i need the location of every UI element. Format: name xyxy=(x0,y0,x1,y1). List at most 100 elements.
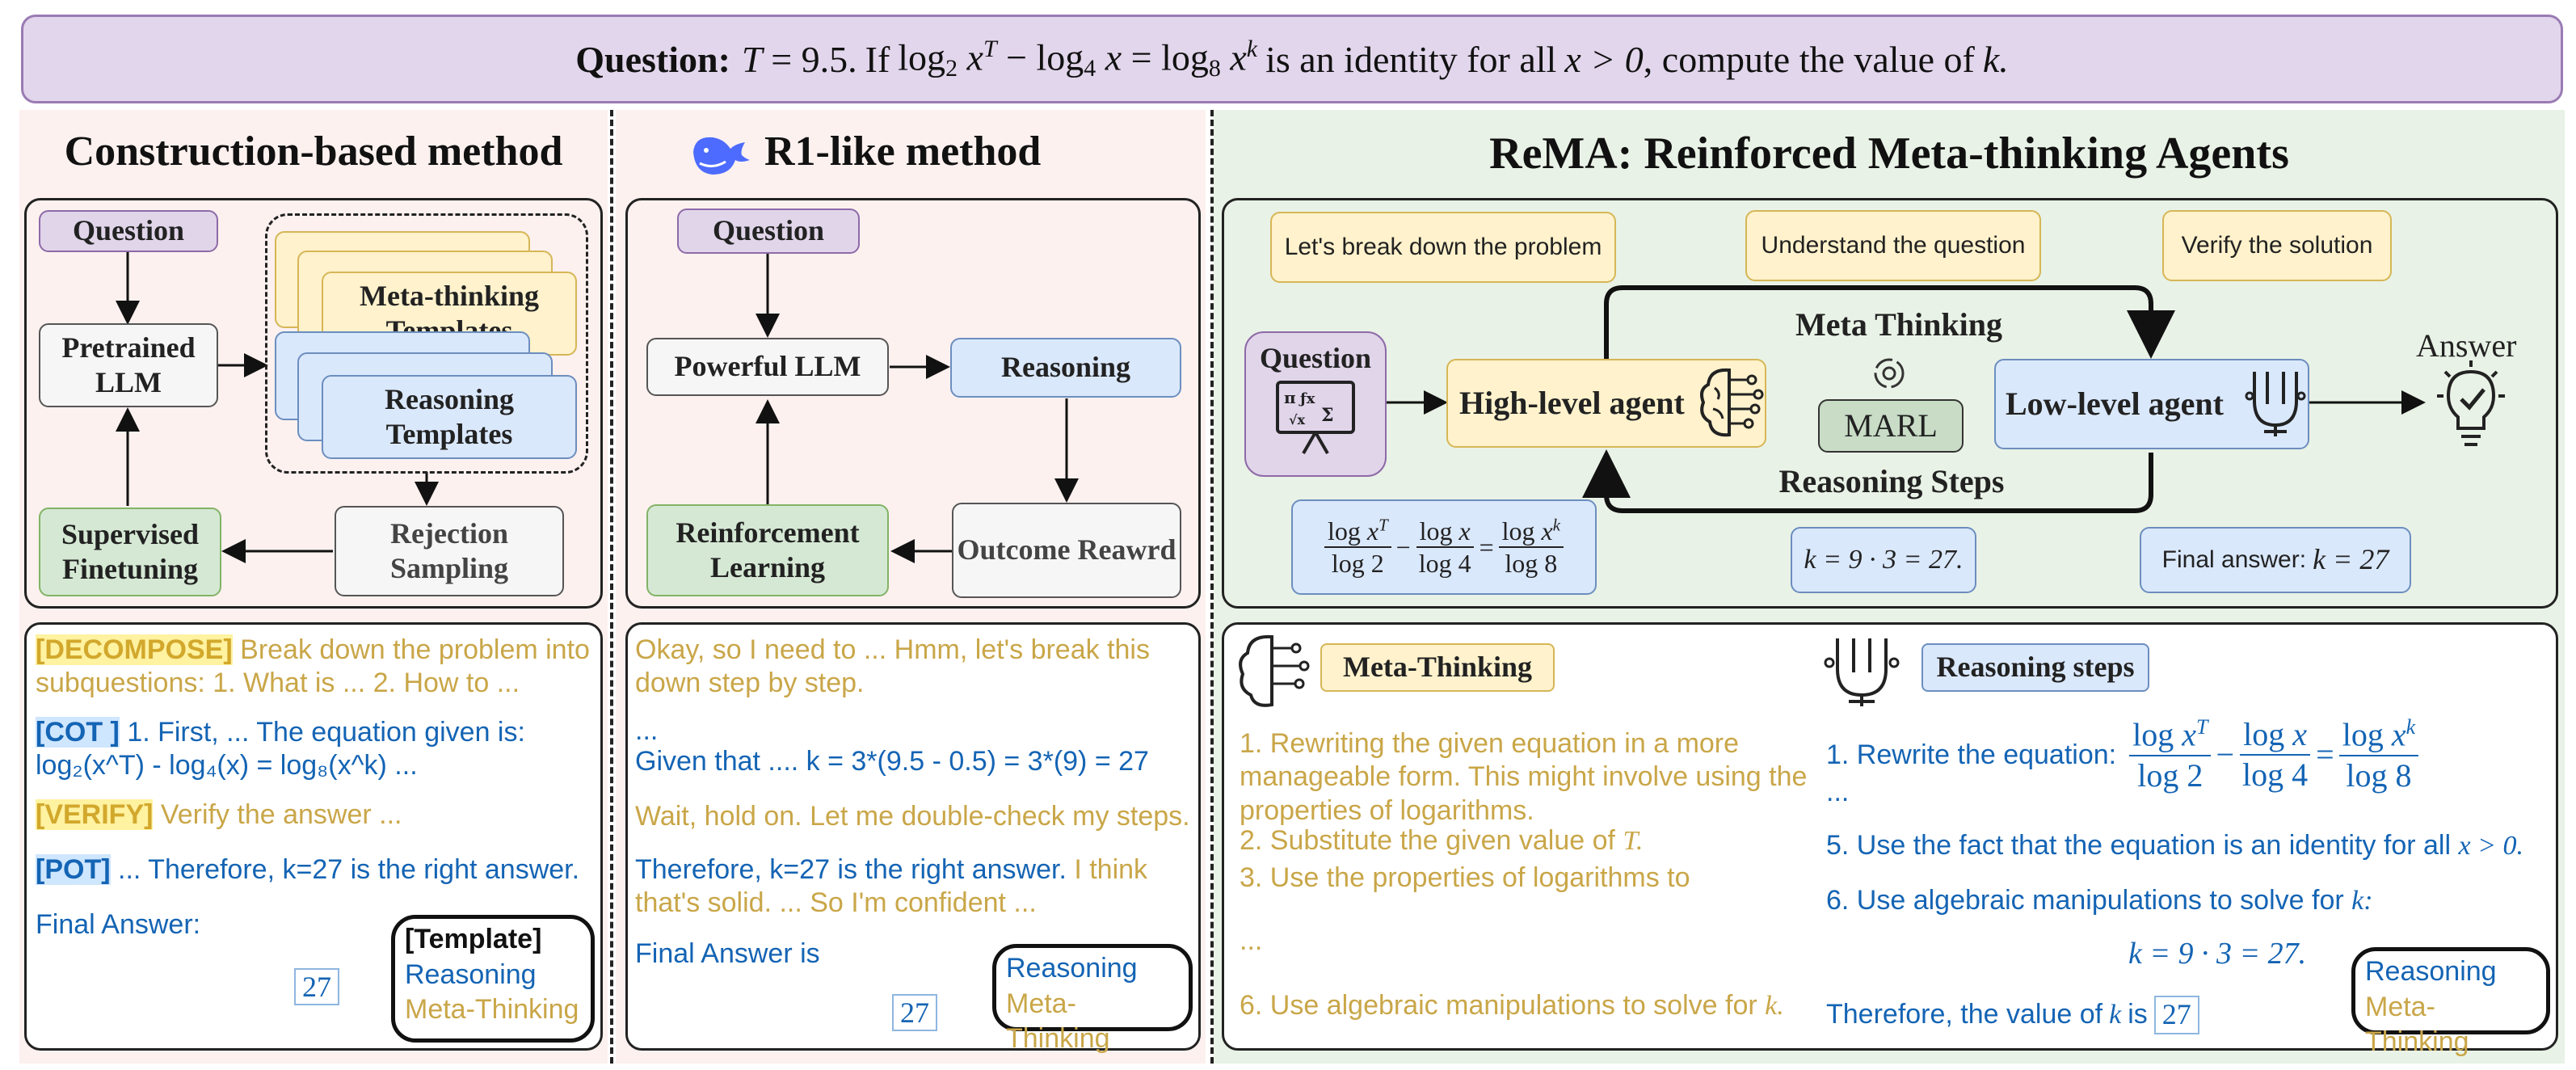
reasoning-step-1-text: 1. Rewrite the equation: xyxy=(1826,739,2117,770)
meta-step-3: 3. Use the properties of logarithms to xyxy=(1240,862,1690,893)
reasoning-tools-icon xyxy=(1823,630,1900,712)
right-diagram-frame xyxy=(1222,198,2558,609)
middle-node-reasoning: Reasoning xyxy=(950,338,1181,398)
middle-title: R1-like method xyxy=(764,128,1042,175)
low-level-label: Low-level agent xyxy=(2006,385,2224,422)
middle-line-3: Given that .... k = 3*(9.5 - 0.5) = 3*(9… xyxy=(635,746,1149,777)
middle-node-rl: Reinforcement Learning xyxy=(646,504,889,596)
left-cot-line: [COT ] 1. First, ... The equation given … xyxy=(36,716,593,783)
middle-line-5a: Therefore, k=27 is the right answer. xyxy=(635,854,1067,885)
left-node-rejection-sampling: Rejection Sampling xyxy=(335,506,564,596)
left-final-answer-label: Final Answer: xyxy=(36,909,201,940)
brain-circuit-icon xyxy=(1697,364,1765,445)
reasoning-step-ellipsis: ... xyxy=(1826,777,1850,807)
reasoning-step-6-var: k: xyxy=(2351,886,2373,916)
middle-node-question: Question xyxy=(677,209,860,254)
final-answer-box: Final answer: k = 27 xyxy=(2140,527,2411,593)
formula-k-text: k = 9 · 3 = 27. xyxy=(1804,544,1964,575)
meta-step-6-text: 6. Use algebraic manipulations to solve … xyxy=(1240,990,1757,1021)
templates-group xyxy=(265,213,588,474)
meta-brain-icon xyxy=(1235,630,1312,712)
question-equation: log2 xT − log4 x = log8 xk xyxy=(898,36,1258,82)
separator-1 xyxy=(610,110,613,1064)
left-node-reasoning-templates: Reasoning Templates xyxy=(322,375,577,459)
meta-step-ellipsis: ... xyxy=(1240,925,1263,956)
left-diagram-frame xyxy=(24,198,603,609)
middle-answer-box: 27 xyxy=(892,994,937,1031)
right-title: ReMA: Reinforced Meta-thinking Agents xyxy=(1489,128,2289,179)
left-node-question: Question xyxy=(39,210,218,252)
right-legend: Reasoning Meta-Thinking xyxy=(2351,947,2550,1057)
meta-step-6: 6. Use algebraic manipulations to solve … xyxy=(1240,989,1784,1022)
right-example-frame xyxy=(1222,622,2558,1051)
high-level-label: High-level agent xyxy=(1459,385,1685,421)
left-title: Construction-based method xyxy=(64,128,563,175)
reasoning-conclusion-text: Therefore, the value of xyxy=(1826,999,2103,1030)
question-identity-text: is an identity for all xyxy=(1265,38,1557,80)
final-answer-value: k = 27 xyxy=(2313,543,2389,576)
formula-board-icon: π ƒx Σ √x xyxy=(1276,381,1355,455)
reasoning-step-result: k = 9 · 3 = 27. xyxy=(2128,937,2307,971)
reasoning-conclusion-var: k xyxy=(2109,1000,2122,1030)
meta-step-1: 1. Rewriting the given equation in a mor… xyxy=(1240,728,1808,826)
meta-step-2-text: 2. Substitute the given value of xyxy=(1240,825,1615,856)
left-answer-box: 27 xyxy=(294,968,339,1005)
question-label: Question: xyxy=(575,38,730,80)
middle-diagram-frame xyxy=(625,198,1201,609)
formula-box-k: k = 9 · 3 = 27. xyxy=(1791,527,1976,593)
reasoning-step-6: 6. Use algebraic manipulations to solve … xyxy=(1826,884,2373,917)
right-node-question: Question π ƒx Σ √x xyxy=(1244,331,1387,477)
left-verify-line: [VERIFY] Verify the answer ... xyxy=(36,798,593,832)
decompose-text: Break down the problem into subquestions… xyxy=(36,634,590,699)
middle-legend-meta: Meta-Thinking xyxy=(1006,988,1110,1055)
final-answer-label: Final answer: xyxy=(2161,546,2307,573)
right-legend-reasoning: Reasoning xyxy=(2365,956,2497,987)
legend-template: [Template] xyxy=(405,924,542,954)
middle-node-powerful-llm: Powerful LLM xyxy=(646,338,889,396)
reasoning-step-5-cond: x > 0. xyxy=(2458,831,2524,861)
left-pot-line: [POT] ... Therefore, k=27 is the right a… xyxy=(36,853,593,887)
separator-2 xyxy=(1210,110,1214,1064)
answer-label: Answer xyxy=(2416,327,2517,364)
middle-line-5b: I think that's solid. ... So I'm confide… xyxy=(635,854,1148,919)
right-node-marl: MARL xyxy=(1818,399,1964,453)
reasoning-steps-loop-label: Reasoning Steps xyxy=(1778,463,2005,499)
svg-text:π: π xyxy=(1284,388,1296,407)
reasoning-step-5: 5. Use the fact that the equation is an … xyxy=(1826,829,2523,862)
arrow-loop-bottom xyxy=(1582,449,2153,513)
left-decompose-line: [DECOMPOSE] Break down the problem into … xyxy=(36,634,593,701)
meta-thinking-loop-label: Meta Thinking xyxy=(1795,306,2002,343)
pot-text: ... Therefore, k=27 is the right answer. xyxy=(118,854,580,885)
verify-text: Verify the answer ... xyxy=(160,799,402,830)
pot-tag: [POT] xyxy=(36,854,111,885)
reasoning-conclusion: Therefore, the value of k is 27 xyxy=(1826,996,2199,1034)
legend-reasoning: Reasoning xyxy=(405,958,537,990)
deepseek-whale-icon xyxy=(688,128,753,183)
svg-text:Σ: Σ xyxy=(1321,405,1334,426)
middle-line-5: Therefore, k=27 is the right answer. I t… xyxy=(635,853,1185,920)
meta-thinking-header: Meta-Thinking xyxy=(1320,643,1555,692)
decompose-tag: [DECOMPOSE] xyxy=(36,634,233,665)
left-node-pretrained-llm: Pretrained LLM xyxy=(39,323,218,407)
svg-text:√x: √x xyxy=(1289,412,1306,428)
meta-step-6-var: k. xyxy=(1765,991,1784,1021)
cot-tag: [COT ] xyxy=(36,717,120,748)
bubble-verify: Verify the solution xyxy=(2162,210,2392,281)
reasoning-step-6-text: 6. Use algebraic manipulations to solve … xyxy=(1826,885,2344,916)
right-answer-box: 27 xyxy=(2153,996,2199,1034)
gear-cycle-icon xyxy=(1871,356,1907,395)
reasoning-step-5-text: 5. Use the fact that the equation is an … xyxy=(1826,830,2452,861)
arrow-loop-top xyxy=(1604,285,2175,362)
reasoning-conclusion-is: is xyxy=(2128,999,2148,1030)
bubble-break-down: Let's break down the problem xyxy=(1270,212,1616,283)
question-condition: x > 0 xyxy=(1564,38,1644,80)
bubble-understand: Understand the question xyxy=(1745,210,2041,281)
question-if: If xyxy=(865,38,890,80)
question-banner: Question: T = 9.5. If log2 xT − log4 x =… xyxy=(21,15,2563,103)
reasoning-steps-header: Reasoning steps xyxy=(1921,643,2149,692)
meta-step-2: 2. Substitute the given value of T. xyxy=(1240,824,1643,857)
